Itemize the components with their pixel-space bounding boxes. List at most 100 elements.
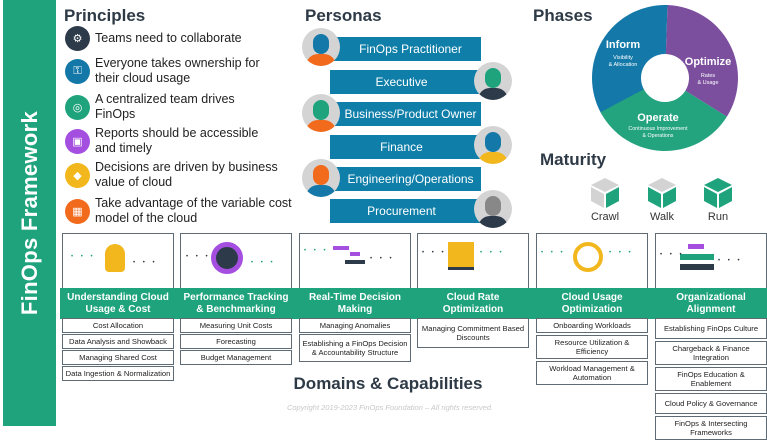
capability-item: Managing Anomalies — [299, 318, 411, 333]
decor-dots: • • • — [71, 254, 96, 260]
principle-item: ◆Decisions are driven by business value … — [65, 160, 293, 190]
maturity-title: Maturity — [540, 150, 607, 169]
decor-dots: • • • — [660, 252, 685, 258]
phases-title: Phases — [533, 6, 593, 25]
framework-title: FinOps Framework — [16, 110, 42, 316]
capability-item: Managing Commitment Based Discounts — [417, 318, 529, 348]
decor-dots: • • • — [133, 260, 158, 266]
domains-title: Domains & Capabilities — [293, 374, 483, 393]
persona-avatar-icon — [474, 62, 512, 100]
domain-card: • • • • • • — [655, 233, 767, 289]
framework-sidebar: FinOps Framework — [3, 0, 56, 426]
lightbulb-icon — [105, 244, 125, 272]
domain-card: • • • • • • — [62, 233, 174, 289]
target-icon — [211, 242, 243, 274]
phase-segment-optimize — [665, 5, 738, 117]
decor-dots: • • • — [541, 250, 566, 256]
persona-avatar-icon — [474, 190, 512, 228]
capability-item: Resource Utilization & Efficiency — [536, 335, 648, 359]
capability-item: Data Analysis and Showback — [62, 334, 174, 349]
capability-item: Cost Allocation — [62, 318, 174, 333]
principle-item: ▦Take advantage of the variable cost mod… — [65, 196, 293, 226]
persona-bar: FinOps Practitioner — [330, 37, 481, 61]
domain-card: • • • • • • — [180, 233, 292, 289]
domains-band — [60, 288, 767, 319]
persona-avatar-icon — [302, 159, 340, 197]
capability-item: Onboarding Workloads — [536, 318, 648, 333]
grid-icon: ▦ — [65, 198, 90, 224]
domain-title: Understanding Cloud Usage & Cost — [67, 291, 169, 315]
diamond-icon: ◆ — [65, 162, 90, 188]
persona-bar: Executive — [330, 70, 481, 94]
decor-dots: • • • — [609, 250, 634, 256]
report-icon: ▣ — [65, 128, 90, 154]
capability-item: Data Ingestion & Normalization — [62, 366, 174, 381]
domain-card: • • • • • • — [417, 233, 529, 289]
gantt-icon — [333, 246, 349, 250]
phase-desc: & Allocation — [609, 62, 638, 68]
persona-avatar-icon — [302, 94, 340, 132]
phase-name: Operate — [637, 112, 679, 124]
persona-avatar-icon — [474, 126, 512, 164]
decor-dots: • • • — [718, 258, 743, 264]
maturity-crawl: Crawl — [590, 211, 620, 223]
persona-avatar-icon — [302, 28, 340, 66]
maturity-walk: Walk — [649, 211, 675, 223]
org-chart-icon — [688, 244, 704, 249]
domain-title: Real-Time Decision Making — [308, 291, 402, 315]
org-chart-row — [680, 264, 714, 270]
crawl-cube-icon — [591, 178, 619, 208]
walk-cube-icon — [648, 178, 676, 208]
gantt-bar — [345, 260, 365, 264]
domain-title: Cloud Usage Optimization — [561, 291, 623, 315]
phase-name: Optimize — [685, 56, 731, 68]
maturity-run: Run — [707, 211, 729, 223]
gantt-bar — [350, 252, 360, 256]
phase-desc: Visibility — [613, 55, 633, 61]
phase-segment-operate — [600, 89, 727, 151]
capability-item: Establishing FinOps Culture — [655, 318, 767, 339]
org-chart-row — [680, 254, 714, 260]
domain-card: • • • • • • — [536, 233, 648, 289]
capability-item: Chargeback & Finance Integration — [655, 341, 767, 365]
phase-name: Inform — [606, 39, 640, 51]
phase-desc: & Usage — [697, 80, 718, 86]
capability-item: Cloud Policy & Governance — [655, 393, 767, 414]
persona-bar: Procurement — [330, 199, 481, 223]
decor-dots: • • • — [304, 248, 329, 254]
phase-desc: & Operations — [643, 133, 674, 139]
capability-item: Establishing a FinOps Decision & Account… — [299, 334, 411, 362]
capability-item: Workload Management & Automation — [536, 361, 648, 385]
principles-title: Principles — [64, 6, 146, 25]
phases-wheel: Inform Visibility & Allocation Optimize … — [592, 5, 738, 151]
capability-item: Forecasting — [180, 334, 292, 349]
principle-item: ⚿Everyone takes ownership for their clou… — [65, 56, 285, 86]
domain-title: Cloud Rate Optimization — [442, 291, 504, 315]
decor-dots: • • • — [186, 254, 211, 260]
decor-dots: • • • — [251, 260, 276, 266]
building-icon: ◎ — [65, 94, 90, 120]
personas-title: Personas — [305, 6, 382, 25]
domain-title: Organizational Alignment — [676, 291, 746, 315]
phase-segment-inform — [592, 5, 668, 115]
phase-desc: Continuous Improvement — [628, 126, 688, 132]
capability-item: Measuring Unit Costs — [180, 318, 292, 333]
run-cube-icon — [704, 178, 732, 208]
principle-item: ▣Reports should be accessible and timely — [65, 126, 275, 156]
sliders-icon — [448, 242, 474, 270]
domain-title: Performance Tracking & Benchmarking — [183, 291, 289, 315]
capability-item: Managing Shared Cost — [62, 350, 174, 365]
phase-desc: Rates — [701, 73, 716, 79]
decor-dots: • • • — [480, 250, 505, 256]
persona-bar: Finance — [330, 135, 481, 159]
principle-item: ◎A centralized team drives FinOps — [65, 92, 265, 122]
decor-dots: • • • — [422, 250, 447, 256]
capability-item: FinOps Education & Enablement — [655, 367, 767, 391]
gears-icon: ⚙ — [65, 26, 90, 51]
persona-bar: Engineering/Operations — [330, 167, 481, 191]
key-icon: ⚿ — [65, 58, 90, 84]
decor-dots: • • • — [370, 256, 395, 262]
persona-bar: Business/Product Owner — [330, 102, 481, 126]
principle-item: ⚙Teams need to collaborate — [65, 26, 242, 51]
capability-item: FinOps & Intersecting Frameworks — [655, 416, 767, 440]
